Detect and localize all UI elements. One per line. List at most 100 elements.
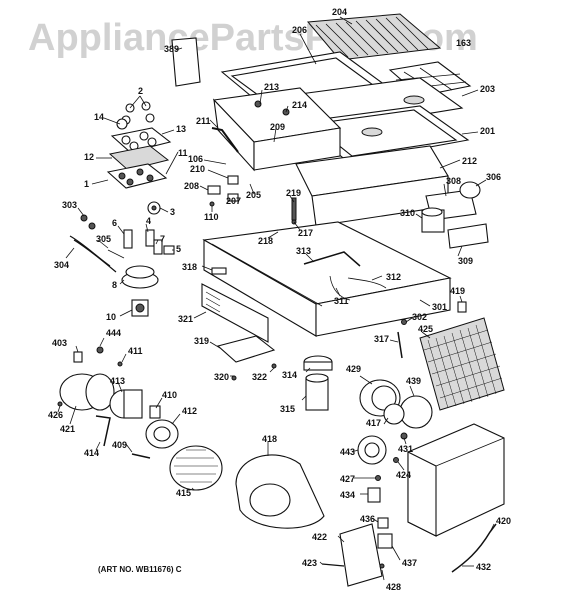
regulator-8[interactable] [121,265,159,289]
wire-305[interactable] [107,249,125,259]
burner-tube-313[interactable] [303,251,361,267]
screw-427[interactable] [375,475,381,481]
label-414: 414 [84,448,99,458]
blower-wheel-415[interactable] [169,445,223,491]
bolt-303[interactable] [80,214,96,230]
screw-322[interactable] [271,363,277,369]
valve-4[interactable] [145,229,155,247]
label-306: 306 [486,172,501,182]
plate-11[interactable] [106,163,168,189]
panel-321[interactable] [201,283,269,343]
plate-319[interactable] [216,335,276,363]
bracket-423[interactable] [321,563,345,567]
knob-set-2[interactable] [121,101,155,125]
housing-421[interactable] [59,373,115,411]
label-310: 310 [400,208,415,218]
connector-436[interactable] [377,517,389,529]
bracket-414[interactable] [95,415,111,447]
valve-6[interactable] [123,229,133,249]
motor-413[interactable] [109,389,143,419]
label-11: 11 [178,148,188,158]
switch-434[interactable] [367,487,381,503]
wire-312[interactable] [347,277,387,289]
flange-443[interactable] [357,435,387,465]
clip-426[interactable] [57,401,63,407]
label-432: 432 [476,562,491,572]
label-201: 201 [480,126,495,136]
wire-311[interactable] [329,275,351,301]
orifice-306[interactable] [459,181,481,199]
label-422: 422 [312,532,327,542]
label-217: 217 [298,228,313,238]
grommet-444[interactable] [96,346,104,354]
lower-pan-212[interactable] [295,145,449,227]
label-207: 207 [226,196,241,206]
ring-412[interactable] [145,419,179,449]
drip-pan-203[interactable] [298,77,464,129]
label-312: 312 [386,272,401,282]
bracket-208[interactable] [207,185,221,195]
label-309: 309 [458,256,473,266]
rod-211[interactable] [211,127,239,153]
label-218: 218 [258,236,273,246]
label-319: 319 [194,336,209,346]
mount-410[interactable] [149,405,161,419]
label-427: 427 [340,474,355,484]
filter-425[interactable] [419,317,505,411]
cord-432[interactable] [451,523,497,573]
nut-424[interactable] [393,457,399,463]
clip-210[interactable] [227,175,239,185]
blower-housing-418[interactable] [235,454,325,529]
label-317: 317 [374,334,389,344]
collar-417[interactable] [383,403,405,425]
label-311: 311 [334,296,349,306]
label-204: 204 [332,7,347,17]
label-208: 208 [184,181,199,191]
label-315: 315 [280,404,295,414]
grill-box-213[interactable] [212,87,342,172]
label-437: 437 [402,558,417,568]
label-434: 434 [340,490,355,500]
knob-14[interactable] [116,118,128,130]
duct-315[interactable] [305,373,329,411]
screw-409[interactable] [131,453,151,459]
screw-110[interactable] [209,201,215,207]
cap-314[interactable] [303,355,333,371]
label-439: 439 [406,376,421,386]
tube-310[interactable] [421,207,445,233]
bracket-207[interactable] [227,193,239,202]
screw-428[interactable] [379,563,385,569]
main-body-301[interactable] [202,221,452,337]
label-444: 444 [106,328,121,338]
grill-grate-204[interactable] [306,13,442,61]
label-212: 212 [462,156,477,166]
bracket-318[interactable] [211,267,227,275]
switch-3[interactable] [147,201,161,215]
bracket-309[interactable] [447,223,489,249]
label-209: 209 [270,122,285,132]
label-417: 417 [366,418,381,428]
label-318: 318 [182,262,197,272]
clip-419[interactable] [457,301,467,313]
plate-13[interactable] [110,127,172,153]
screw-411[interactable] [117,361,123,367]
relay-437[interactable] [377,533,393,549]
plate-12[interactable] [108,145,170,171]
label-412: 412 [182,406,197,416]
housing-box-420[interactable] [407,423,505,537]
panel-422[interactable] [339,523,383,587]
screw-320[interactable] [231,375,237,381]
label-210: 210 [190,164,205,174]
label-13: 13 [176,124,186,134]
valve-10[interactable] [131,299,149,317]
label-206: 206 [292,25,307,35]
leader-lines [57,16,495,581]
wire-harness-304[interactable] [69,235,117,273]
screw-302[interactable] [401,319,407,325]
label-6: 6 [112,218,117,228]
rod-317[interactable] [397,331,403,359]
ring-439[interactable] [399,395,433,429]
terminal-403[interactable] [73,351,83,363]
cover-plate-389[interactable] [171,37,201,87]
